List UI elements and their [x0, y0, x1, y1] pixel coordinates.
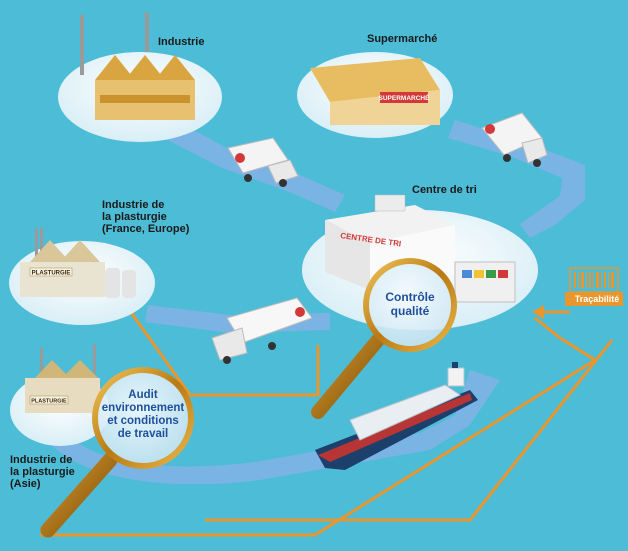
label-plasturgie-fe-line2: la plasturgie: [102, 211, 189, 223]
label-plasturgie-asie-line1: Industrie de: [10, 454, 75, 466]
lens-audit-line3: et conditions: [98, 415, 188, 428]
label-industrie: Industrie: [158, 36, 204, 48]
label-plasturgie-fe-line3: (France, Europe): [102, 223, 189, 235]
lens-audit-line4: de travail: [98, 428, 188, 441]
label-plasturgie-asie: Industrie de la plasturgie (Asie): [10, 454, 75, 490]
lens-controle-qualite-text: Contrôle qualité: [370, 290, 450, 318]
label-centre-de-tri: Centre de tri: [412, 184, 477, 196]
plasturgie-fe-sign: PLASTURGIE: [32, 271, 71, 277]
supermarche-sign: SUPERMARCHÉ: [379, 93, 431, 102]
label-plasturgie-asie-line3: (Asie): [10, 478, 75, 490]
lens-audit-line2: environnement: [98, 402, 188, 415]
lens-audit-text: Audit environnement et conditions de tra…: [98, 389, 188, 441]
trace-arrowhead: [532, 305, 544, 319]
lens-controle-line2: qualité: [370, 304, 450, 318]
label-plasturgie-fe: Industrie de la plasturgie (France, Euro…: [102, 199, 189, 235]
plasturgie-asie-factory-icon: PLASTURGIE: [25, 344, 100, 413]
lens-audit-line1: Audit: [98, 389, 188, 402]
plasturgie-asie-sign: PLASTURGIE: [31, 399, 67, 405]
label-tracabilite: Traçabilité: [568, 293, 626, 305]
label-plasturgie-asie-line2: la plasturgie: [10, 466, 75, 478]
label-plasturgie-fe-line1: Industrie de: [102, 199, 189, 211]
truck-icon-2: [482, 113, 547, 167]
lens-controle-line1: Contrôle: [370, 290, 450, 304]
label-supermarche: Supermarché: [367, 33, 437, 45]
